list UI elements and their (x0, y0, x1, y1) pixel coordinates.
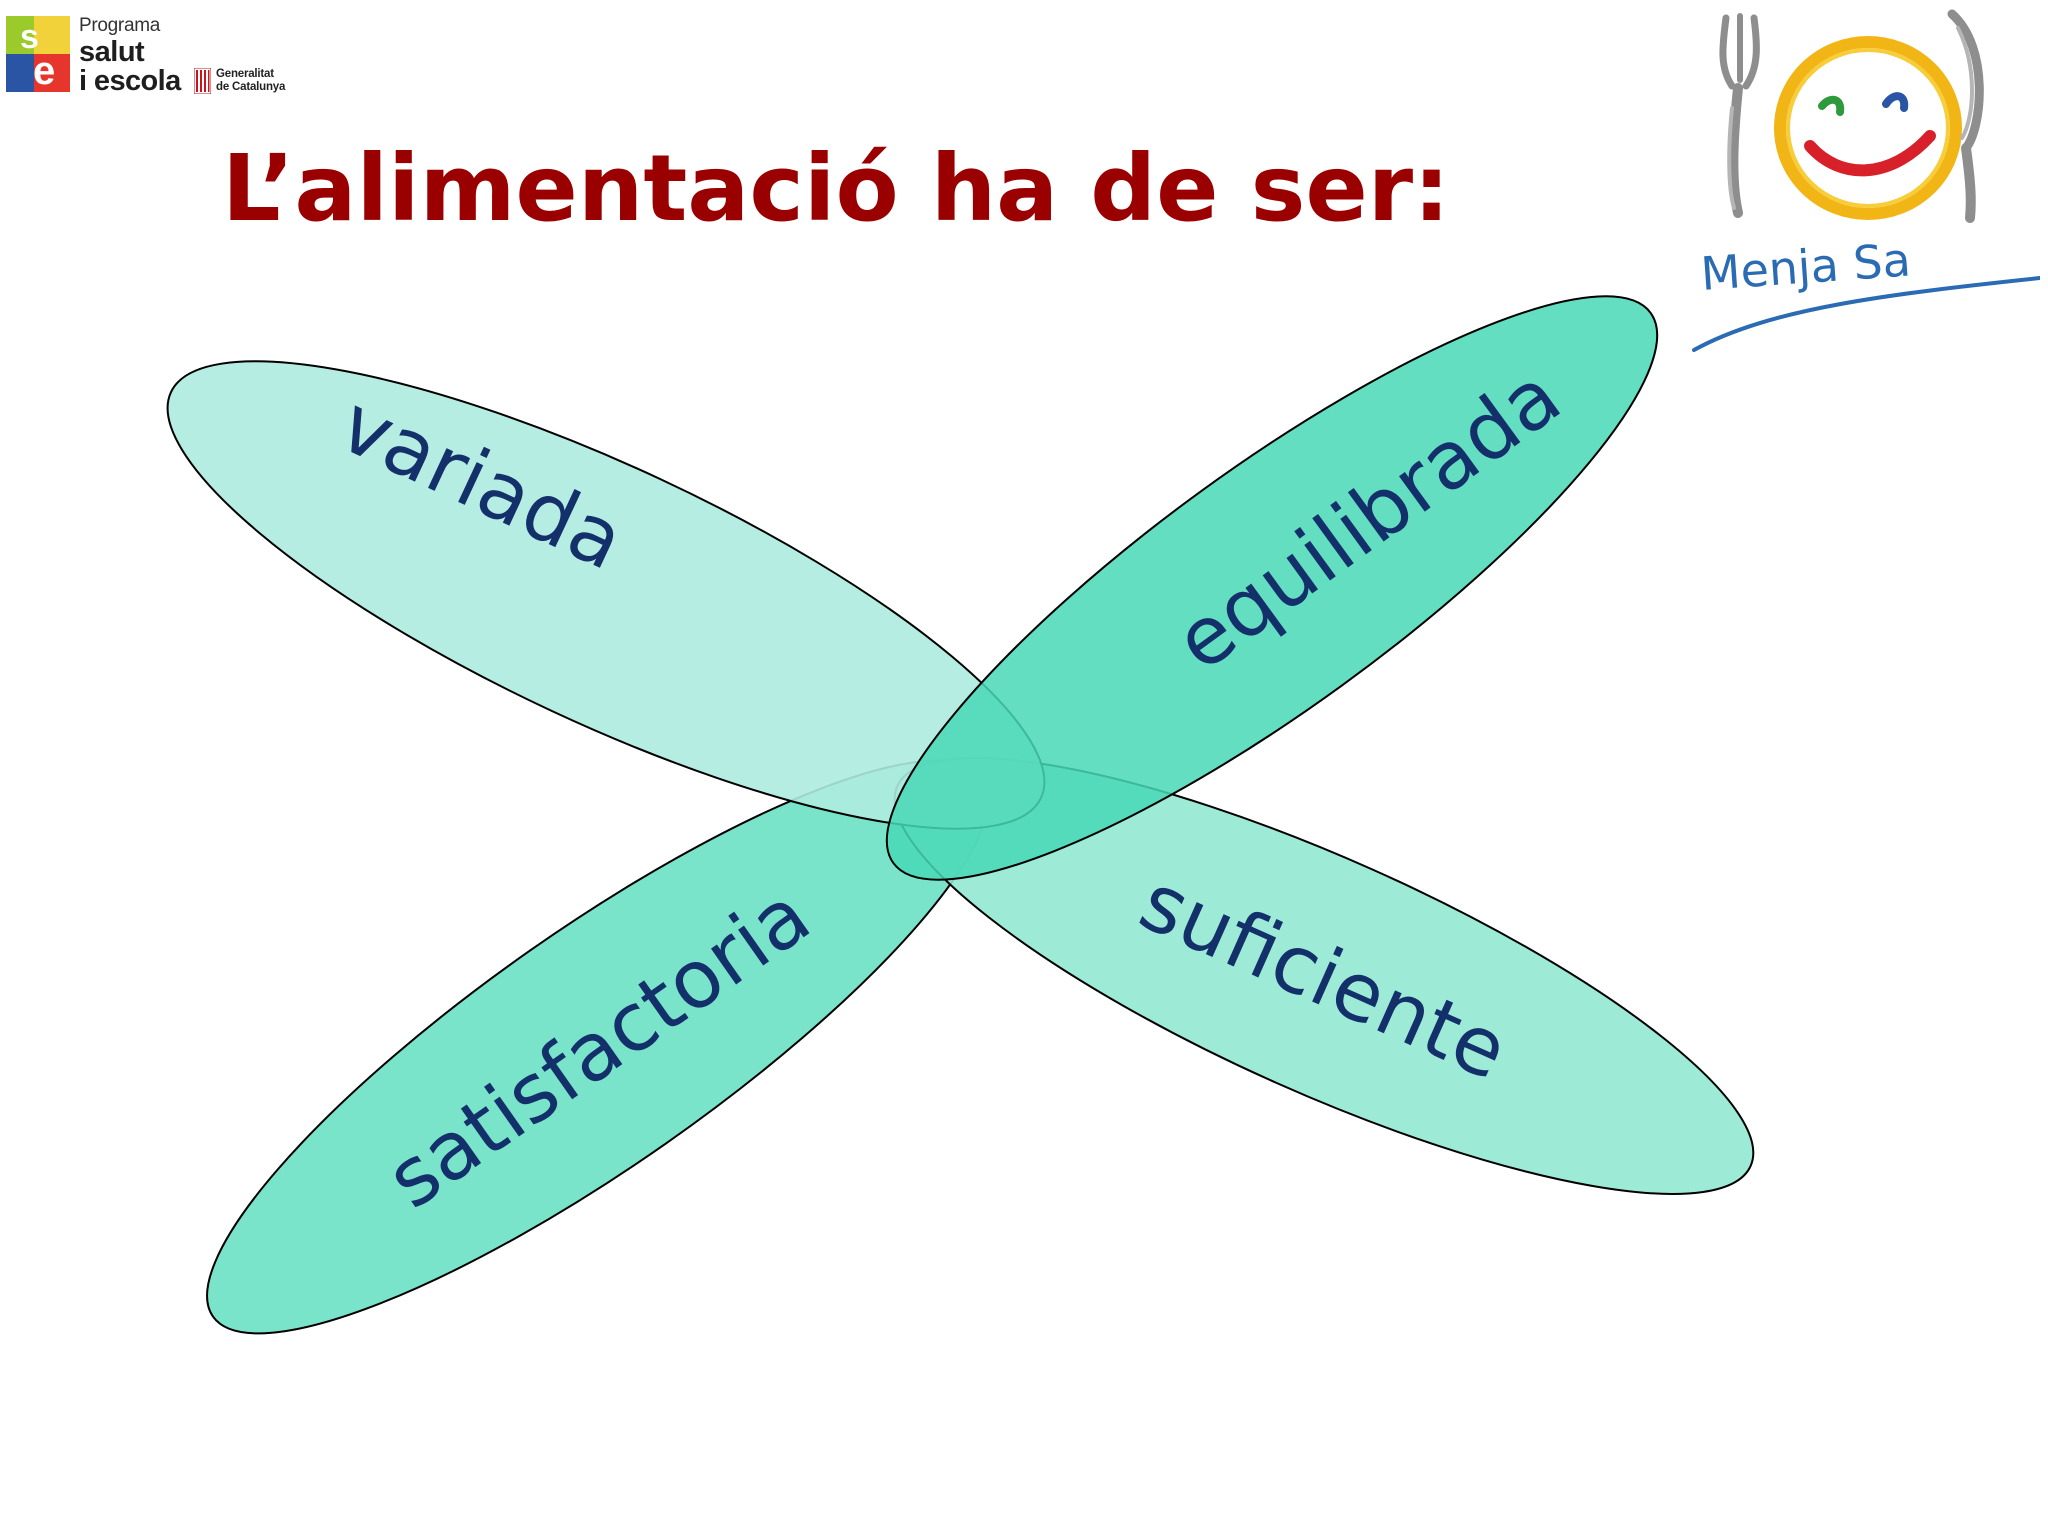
generalitat-stripes-icon (194, 68, 211, 94)
se-logo-icon: s e (6, 16, 70, 92)
logo-programa-text: Programa (79, 15, 161, 36)
smiley-plate-icon (1774, 36, 1962, 220)
gencat-line1: Generalitat (216, 68, 274, 80)
menja-sa-underline (1692, 276, 2040, 352)
fork-icon (1719, 13, 1760, 218)
svg-text:s: s (20, 18, 39, 56)
petal-top-left: variada (166, 360, 1046, 830)
page-title: L’alimentació ha de ser: (222, 135, 1450, 242)
generalitat-logo: Generalitat de Catalunya (194, 66, 304, 96)
knife-icon (1947, 9, 1984, 223)
gencat-line2: de Catalunya (216, 81, 286, 94)
menja-sa-logo: Menja Sa (1692, 9, 2040, 352)
logo-salut-text: salut (79, 36, 145, 68)
programa-salut-escola-logo: s e Programa salut i escola Generalitat … (6, 16, 296, 100)
svg-text:e: e (33, 49, 55, 92)
logo-escola-text: i escola (79, 65, 181, 97)
